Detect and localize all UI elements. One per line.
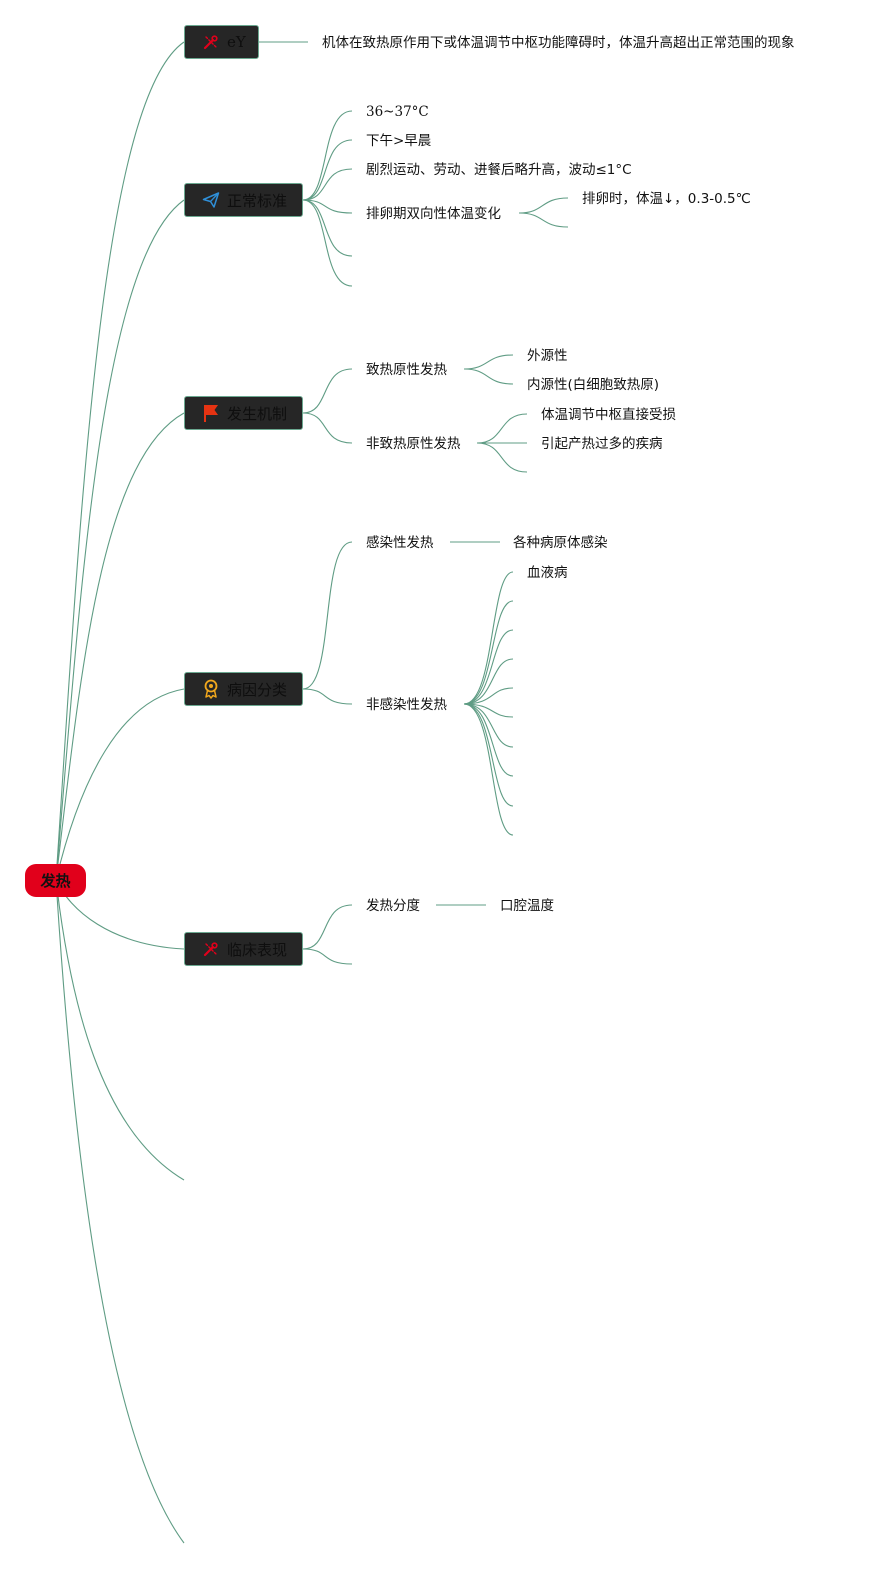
award-badge-icon (201, 679, 221, 699)
paper-plane-icon (201, 190, 221, 210)
normal-item-ovulation[interactable]: 排卵期双向性体温变化 (366, 206, 501, 222)
nonpyrogenic-center-damage[interactable]: 体温调节中枢直接受损 (541, 407, 676, 423)
branch-definition[interactable]: eY (184, 25, 259, 59)
branch-mechanism[interactable]: 发生机制 (184, 396, 303, 430)
mechanism-nonpyrogenic[interactable]: 非致热原性发热 (366, 436, 461, 452)
branch-etiology-label: 病因分类 (227, 680, 288, 699)
root-label: 发热 (40, 872, 71, 890)
flag-icon (201, 403, 221, 423)
branch-etiology[interactable]: 病因分类 (184, 672, 303, 706)
infectious-pathogens[interactable]: 各种病原体感染 (513, 535, 608, 551)
normal-item-afternoon[interactable]: 下午>早晨 (366, 133, 432, 149)
branch-definition-label: eY (227, 33, 246, 51)
ovulation-detail[interactable]: 排卵时，体温↓，0.3-0.5℃ (582, 191, 751, 207)
grading-oral-temperature[interactable]: 口腔温度 (500, 898, 554, 914)
tools-icon (201, 939, 221, 959)
noninfectious-blood-disease[interactable]: 血液病 (527, 565, 568, 581)
root-node[interactable]: 发热 (25, 864, 86, 897)
branch-clinical[interactable]: 临床表现 (184, 932, 303, 966)
clinical-grading[interactable]: 发热分度 (366, 898, 420, 914)
branch-normal-label: 正常标准 (227, 191, 288, 210)
normal-item-exercise[interactable]: 剧烈运动、劳动、进餐后略升高，波动≤1°C (366, 162, 632, 178)
mechanism-pyrogenic[interactable]: 致热原性发热 (366, 362, 447, 378)
definition-text[interactable]: 机体在致热原作用下或体温调节中枢功能障碍时，体温升高超出正常范围的现象 (322, 35, 795, 51)
branch-normal-standard[interactable]: 正常标准 (184, 183, 303, 217)
tools-icon (201, 32, 221, 52)
branch-mechanism-label: 发生机制 (227, 404, 288, 423)
etiology-infectious[interactable]: 感染性发热 (366, 535, 434, 551)
branch-clinical-label: 临床表现 (227, 940, 288, 959)
pyrogenic-endogenous[interactable]: 内源性(白细胞致热原) (527, 377, 660, 393)
normal-item-temperature-range[interactable]: 36~37°C (366, 104, 429, 120)
nonpyrogenic-excess-heat[interactable]: 引起产热过多的疾病 (541, 436, 663, 452)
etiology-noninfectious[interactable]: 非感染性发热 (366, 697, 447, 713)
pyrogenic-exogenous[interactable]: 外源性 (527, 348, 568, 364)
